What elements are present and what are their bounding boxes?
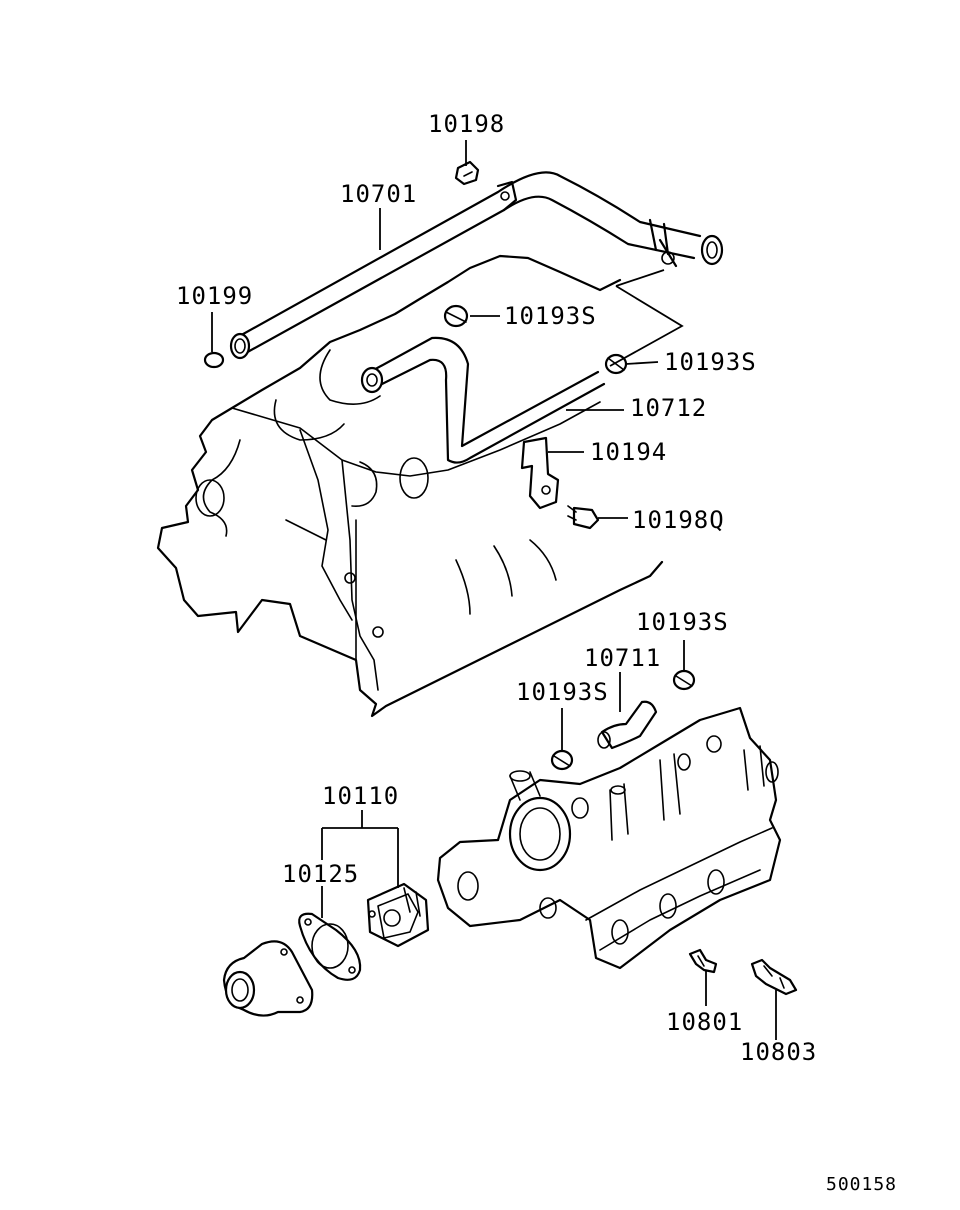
- label-10712: 10712: [630, 394, 707, 422]
- bracket-10194: [520, 436, 560, 510]
- hose-clamp-10193s-lower: [550, 749, 574, 771]
- label-10711: 10711: [584, 644, 661, 672]
- label-10193s-lower: 10193S: [516, 678, 609, 706]
- label-10194: 10194: [590, 438, 667, 466]
- label-10803: 10803: [740, 1038, 817, 1066]
- hose-clamp-10193s-mid: [672, 669, 696, 691]
- bolt-10198: [454, 160, 480, 186]
- water-hose-10711: [597, 700, 658, 750]
- engine-block: [156, 254, 664, 718]
- water-hose-10712: [360, 336, 606, 464]
- label-10198q: 10198Q: [632, 506, 725, 534]
- label-10125: 10125: [282, 860, 359, 888]
- label-10701: 10701: [340, 180, 417, 208]
- thermostat-10110: [366, 882, 430, 948]
- intake-manifold: [436, 706, 782, 970]
- hose-clamp-10193s-right: [604, 353, 628, 375]
- leader-lines: [211, 140, 777, 1040]
- hose-clamp-10193s-upper: [443, 304, 469, 328]
- water-pipe-10701: [229, 171, 724, 360]
- label-10193s-right: 10193S: [664, 348, 757, 376]
- bolt-10198q: [567, 505, 600, 530]
- sensor-10803: [750, 958, 798, 996]
- label-10801: 10801: [666, 1008, 743, 1036]
- sensor-10801: [688, 948, 718, 974]
- label-10199: 10199: [176, 282, 253, 310]
- diagram-code: 500158: [826, 1174, 897, 1195]
- label-10110: 10110: [322, 782, 399, 810]
- o-ring-10199: [203, 351, 225, 369]
- label-10193s-upper: 10193S: [504, 302, 597, 330]
- gasket-10125: [298, 912, 362, 981]
- label-10198: 10198: [428, 110, 505, 138]
- water-outlet-fitting: [222, 940, 314, 1017]
- label-10193s-mid: 10193S: [636, 608, 729, 636]
